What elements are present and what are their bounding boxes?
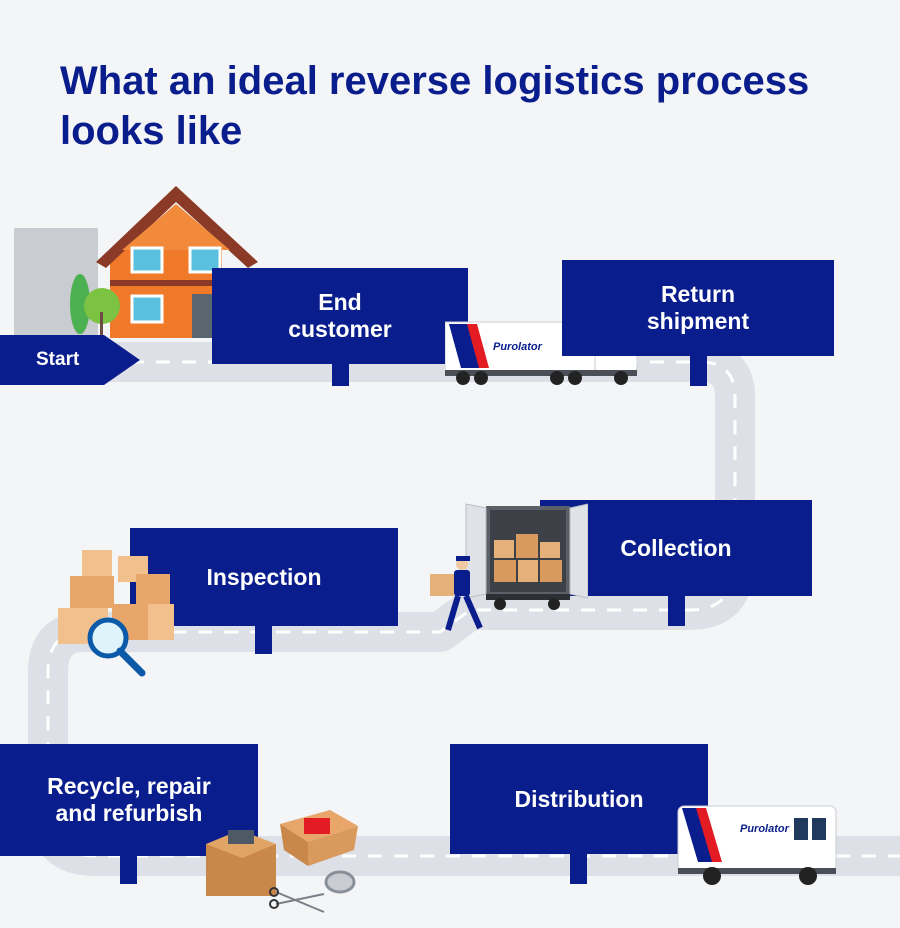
step-distribution: Distribution (450, 744, 708, 854)
house-illustration (14, 186, 258, 338)
step-collection-label: Collection (620, 534, 732, 561)
parcel (540, 542, 560, 558)
truck-wheel (548, 598, 560, 610)
step-recycle-label: Recycle, repair and refurbish (47, 773, 211, 826)
van-wheel (703, 867, 721, 885)
house-window (130, 246, 164, 274)
brand-logo: Purolator (740, 823, 790, 835)
tape-roll (324, 870, 356, 894)
house-roof (96, 186, 258, 268)
parcel (70, 576, 114, 608)
tree (70, 274, 90, 334)
magnifier-icon (87, 617, 129, 659)
parcel (148, 604, 174, 640)
page-title: What an ideal reverse logistics process … (60, 59, 810, 153)
step-return-shipment: Return shipment (562, 260, 834, 356)
truck-wheel (494, 598, 506, 610)
step-return-shipment-stem (690, 354, 707, 386)
step-recycle: Recycle, repair and refurbish (0, 744, 258, 856)
step-distribution-stem (570, 852, 587, 884)
step-recycle-stem (120, 854, 137, 884)
parcel (494, 540, 514, 558)
purolator-van: Purolator (677, 805, 837, 885)
step-inspection: Inspection (130, 528, 398, 626)
van-window (794, 818, 808, 840)
house-window (130, 294, 164, 324)
truck-wheel (456, 371, 470, 385)
packing-supplies-illustration (206, 810, 358, 913)
step-return-shipment-label: Return shipment (646, 281, 750, 334)
step-end-customer: End customer (212, 268, 468, 364)
parcel (516, 534, 538, 558)
parcel (540, 560, 562, 582)
inspection-boxes-illustration (58, 550, 174, 677)
house-door (192, 294, 214, 338)
step-inspection-label: Inspection (206, 563, 322, 590)
scissors-icon (269, 887, 325, 913)
courier-figure (430, 556, 483, 631)
van-wheel (799, 867, 817, 885)
brand-logo: Purolator (493, 341, 543, 353)
truck-wheel (568, 371, 582, 385)
red-packing (304, 818, 330, 834)
step-collection-stem (668, 594, 685, 626)
truck-loading-illustration (430, 503, 588, 631)
parcel (494, 560, 516, 582)
carried-parcel (430, 574, 454, 596)
van-window (812, 818, 826, 840)
step-end-customer-label: End customer (288, 289, 392, 342)
tree (84, 288, 120, 324)
start-label: Start (36, 349, 80, 370)
step-inspection-stem (255, 624, 272, 654)
parcel (82, 550, 112, 576)
tape-dispenser (228, 830, 254, 844)
truck-door (569, 503, 588, 599)
truck-wheel (614, 371, 628, 385)
step-distribution-label: Distribution (514, 785, 644, 812)
parcel (136, 574, 170, 604)
truck-wheel (474, 371, 488, 385)
parcel (518, 560, 538, 582)
step-end-customer-stem (332, 362, 349, 386)
truck-wheel (550, 371, 564, 385)
